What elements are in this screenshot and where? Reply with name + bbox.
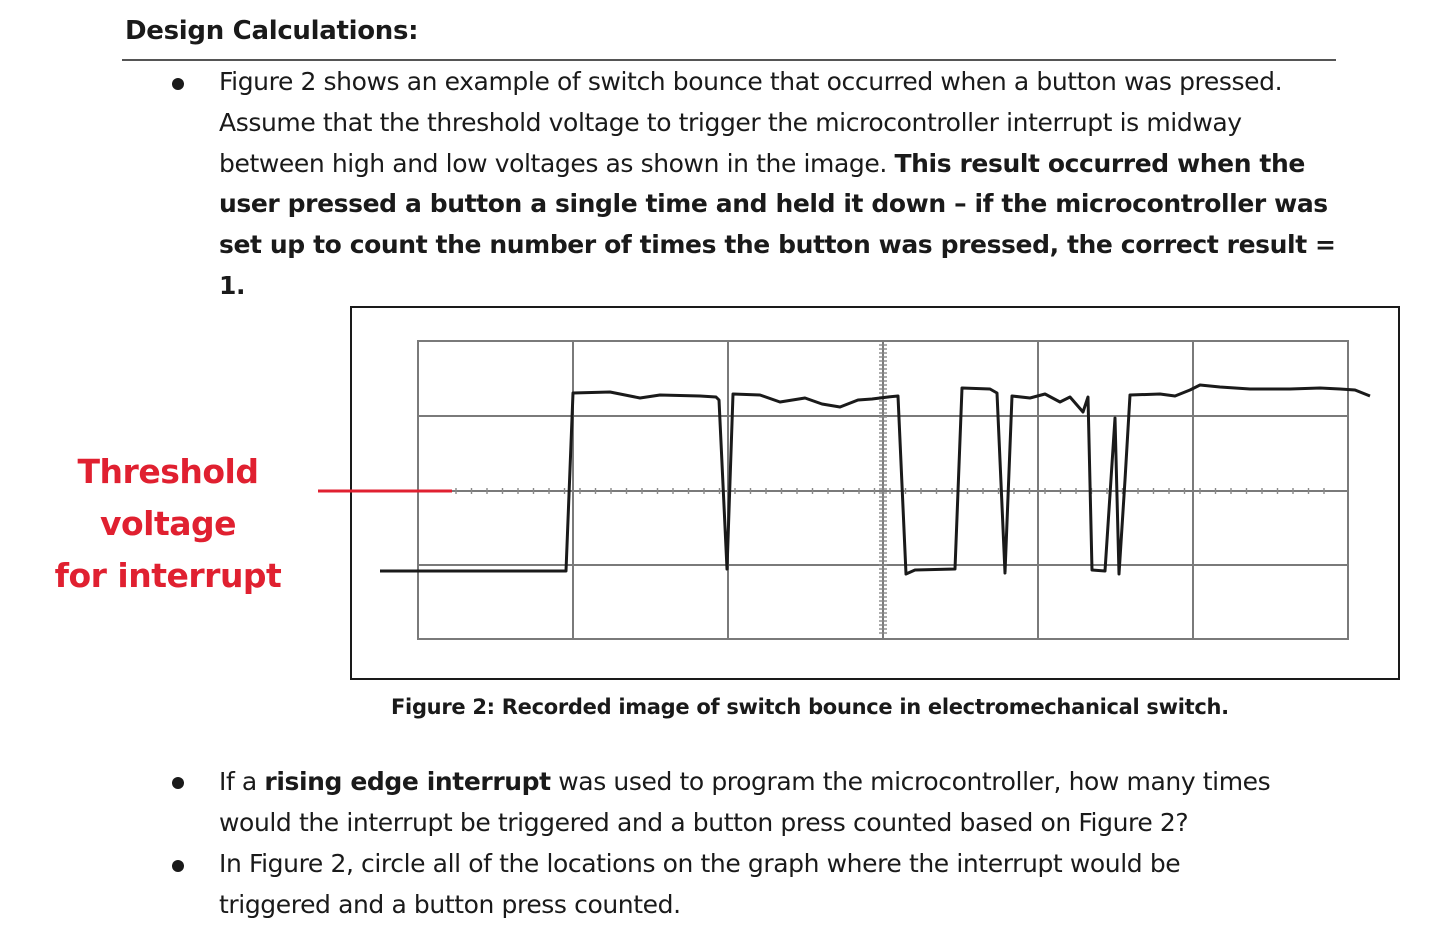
heading-underline bbox=[122, 59, 1336, 61]
bullet-2-text: If a rising edge interrupt was used to p… bbox=[219, 762, 1299, 844]
bullet-1-text: Figure 2 shows an example of switch boun… bbox=[219, 62, 1339, 307]
bullet-dot bbox=[172, 860, 184, 872]
section-heading: Design Calculations: bbox=[125, 16, 419, 46]
bullet-1-bold: This result occurred when the user press… bbox=[219, 148, 1336, 300]
figure-2-frame bbox=[350, 306, 1400, 680]
bullet-3-text: In Figure 2, circle all of the locations… bbox=[219, 849, 1181, 919]
bullet-2-pre: If a bbox=[219, 767, 265, 796]
threshold-annotation-line1: Threshold voltage bbox=[77, 452, 259, 543]
center-axis-ticks bbox=[455, 344, 1325, 634]
bullet-1-plain: Figure 2 shows an example of switch boun… bbox=[219, 67, 1283, 178]
threshold-annotation: Threshold voltage for interrupt bbox=[8, 446, 328, 602]
bullet-2-post: was used to program the microcontroller,… bbox=[219, 767, 1271, 837]
threshold-annotation-line2: for interrupt bbox=[54, 556, 282, 595]
bullet-dot bbox=[172, 777, 184, 789]
switch-bounce-trace bbox=[380, 383, 1371, 576]
bullet-2-bold: rising edge interrupt bbox=[264, 767, 551, 796]
bullet-dot bbox=[172, 78, 184, 90]
figure-caption: Figure 2: Recorded image of switch bounc… bbox=[391, 695, 1229, 719]
